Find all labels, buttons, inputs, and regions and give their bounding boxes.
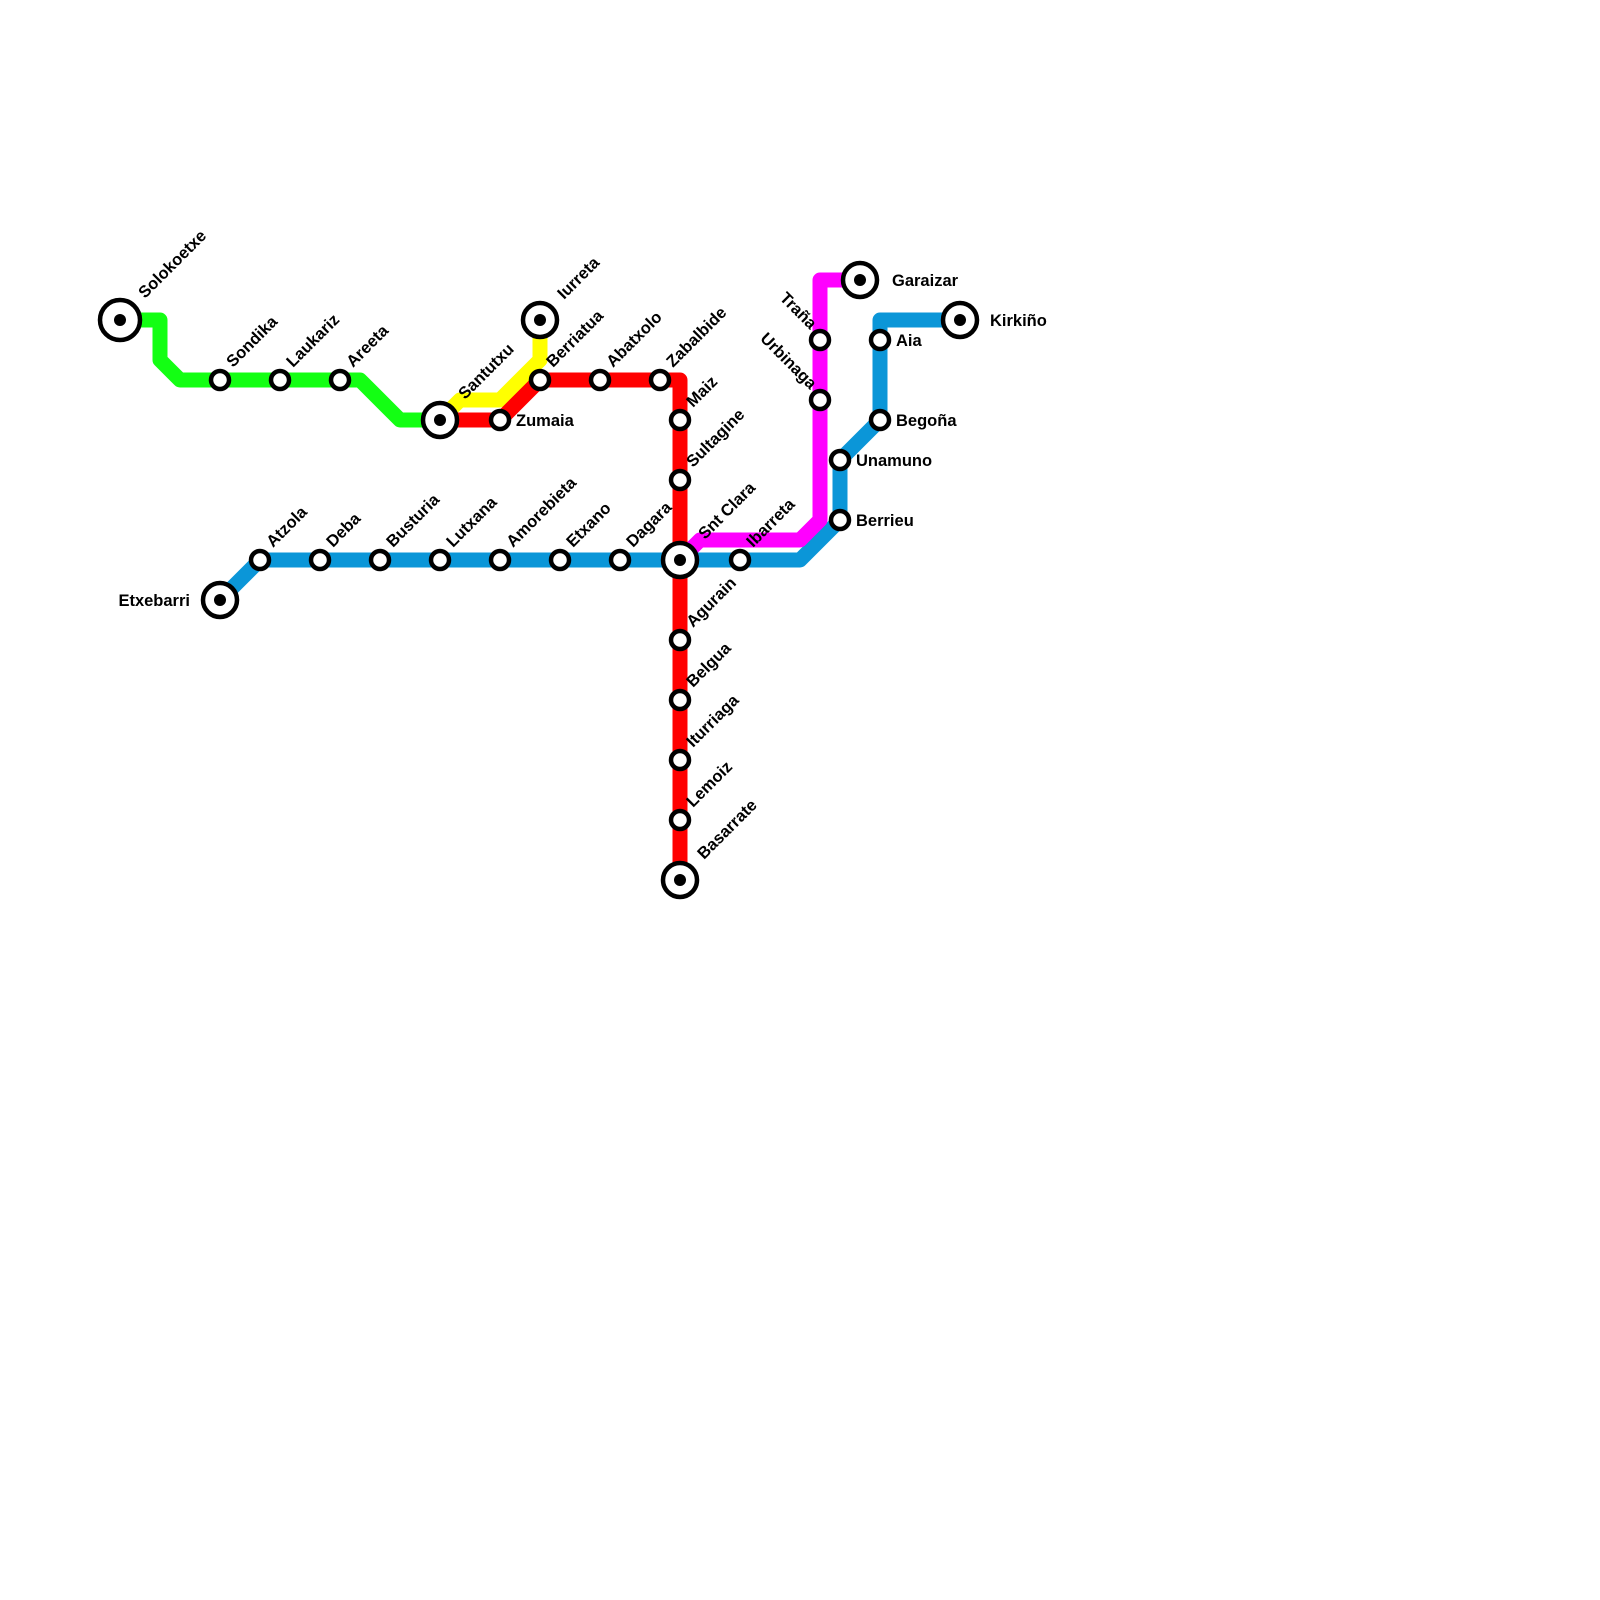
station-label: Deba [323,509,365,551]
station-label: Zabalbide [663,304,730,371]
station-label: Agurain [683,574,740,631]
station-label: Laukariz [283,311,343,371]
station-label: Lemoiz [683,758,736,811]
station-label: Aia [896,332,923,350]
station-aia[interactable]: Aia [868,328,923,352]
station-garaizar[interactable]: Garaizar [840,260,959,300]
station-label: Begoña [896,412,957,430]
station-etxebarri[interactable]: Etxebarri [118,580,240,620]
station-label: Garaizar [892,272,959,290]
line-green [112,312,448,428]
station-begona[interactable]: Begoña [868,408,957,432]
station-kirkino[interactable]: Kirkiño [940,300,1047,340]
station-label: Belgua [683,639,735,691]
station-label: Maiz [683,373,721,411]
station-label: Unamuno [856,452,932,470]
station-label: Etxano [563,499,615,551]
station-label: Busturia [383,490,444,551]
station-label: Kirkiño [990,312,1047,330]
station-label: Solokoetxe [135,227,210,302]
station-berrieu[interactable]: Berrieu [828,508,914,532]
station-label: Areeta [343,321,393,371]
station-label: Iturriaga [683,691,743,751]
station-zabalbide[interactable]: Zabalbide [648,304,730,392]
station-label: Etxebarri [118,592,190,610]
station-label: Sondika [223,312,282,371]
station-label: Zumaia [516,412,575,430]
station-label: Dagara [623,498,676,551]
station-label: Basarrate [694,796,761,863]
station-label: Atzola [263,503,311,551]
station-label: Abatxolo [603,308,666,371]
station-label: Iurreta [554,253,604,303]
station-label: Lutxana [443,493,501,551]
station-label: Berrieu [856,512,914,530]
line-red [432,372,688,888]
station-unamuno[interactable]: Unamuno [828,448,932,472]
station-zumaia[interactable]: Zumaia [488,408,575,432]
line-magenta [672,272,868,568]
station-label: Sultagine [683,406,748,471]
